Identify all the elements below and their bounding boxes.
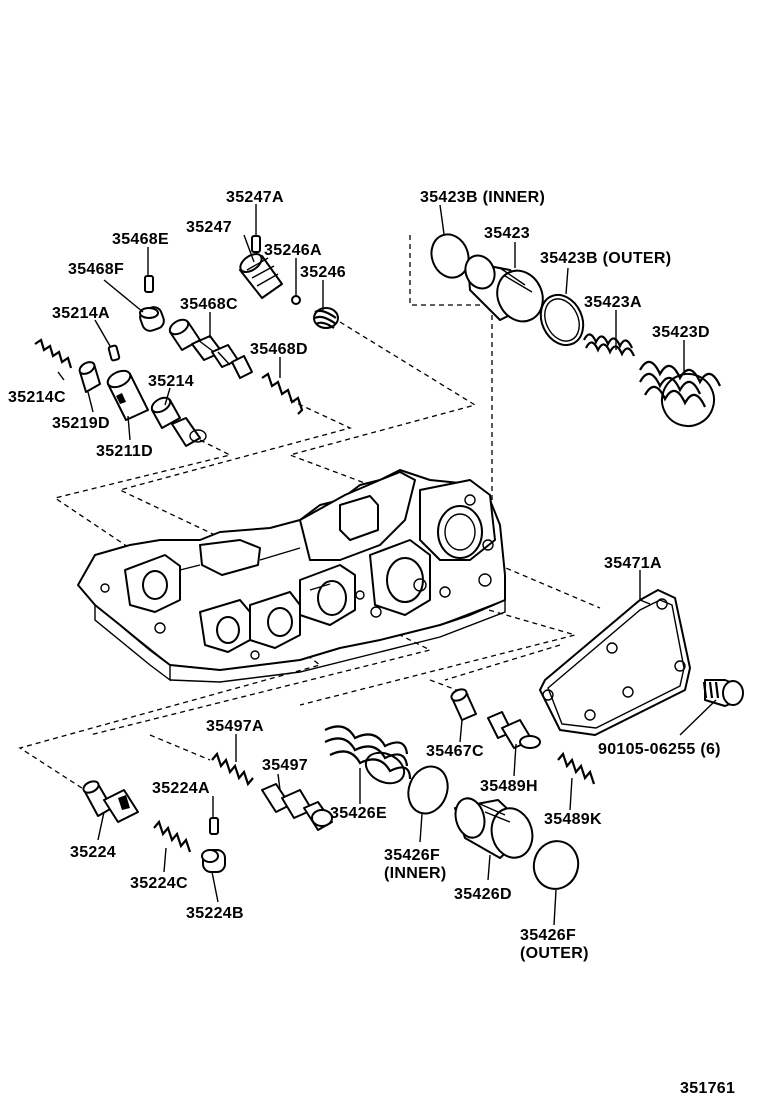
- part-35211D: [106, 369, 149, 421]
- label-35214A: 35214A: [52, 305, 110, 322]
- part-35224A-pin: [209, 817, 219, 835]
- part-35468D-spring: [261, 372, 304, 415]
- part-35426E-spring: [324, 725, 412, 785]
- label-35224A: 35224A: [152, 780, 210, 797]
- part-35423D-spring: [639, 360, 722, 427]
- part-35214C-spring: [34, 338, 73, 369]
- part-35497-valve: [261, 783, 333, 831]
- label-35246A: 35246A: [264, 242, 322, 259]
- part-labels: 35247A 35247 35246A 35246 35468E 35468F …: [8, 189, 735, 1097]
- label-35214C: 35214C: [8, 389, 66, 406]
- label-35426F-inner-note: (INNER): [384, 865, 447, 882]
- label-35214: 35214: [148, 373, 194, 390]
- label-35211D: 35211D: [96, 443, 153, 460]
- label-35426F-outer-note: (OUTER): [520, 945, 589, 962]
- part-35224B: [201, 849, 226, 873]
- label-35247: 35247: [186, 219, 232, 236]
- part-35224-valve: [82, 780, 139, 823]
- label-35224C: 35224C: [130, 875, 188, 892]
- label-35426F-inner: 35426F: [384, 847, 440, 864]
- label-35426F-outer: 35426F: [520, 927, 576, 944]
- part-35497A-spring: [211, 751, 254, 787]
- figure-number: 351761: [680, 1080, 735, 1097]
- label-35468D: 35468D: [250, 341, 308, 358]
- part-35426F-outer-oring: [532, 840, 580, 890]
- label-35426E: 35426E: [330, 805, 387, 822]
- part-35471A-cover-plate: [539, 589, 691, 736]
- label-35497A: 35497A: [206, 718, 264, 735]
- part-35423B-inner-oring: [430, 233, 470, 279]
- part-35219D: [78, 361, 101, 393]
- part-35247A-pin: [251, 235, 261, 253]
- label-35423D: 35423D: [652, 324, 710, 341]
- part-35426D-piston: [454, 797, 534, 859]
- lower-parts: [82, 688, 596, 890]
- label-35489K: 35489K: [544, 811, 602, 828]
- label-35489H: 35489H: [480, 778, 538, 795]
- leader-lines: [57, 204, 717, 926]
- label-35423B-outer: 35423B (OUTER): [540, 250, 671, 267]
- label-35471A: 35471A: [604, 555, 662, 572]
- part-35224C-spring: [153, 819, 192, 853]
- part-35489H-valve: [487, 711, 541, 749]
- part-35468C-valve: [168, 318, 253, 379]
- label-35467C: 35467C: [426, 743, 484, 760]
- valve-body: [77, 469, 506, 683]
- part-35423-piston: [464, 254, 544, 323]
- label-35468F: 35468F: [68, 261, 124, 278]
- part-35214-valve: [150, 396, 207, 447]
- part-35247-plug: [239, 253, 283, 299]
- label-35426D: 35426D: [454, 886, 512, 903]
- part-90105-bolt: [702, 679, 744, 707]
- part-35468E-pin: [144, 275, 154, 293]
- label-35423A: 35423A: [584, 294, 642, 311]
- label-35219D: 35219D: [52, 415, 110, 432]
- label-35468C: 35468C: [180, 296, 238, 313]
- label-35224: 35224: [70, 844, 116, 861]
- part-35426F-inner-oring: [407, 765, 449, 815]
- label-35423B-inner: 35423B (INNER): [420, 189, 545, 206]
- part-35489K-spring: [557, 751, 596, 785]
- label-35224B: 35224B: [186, 905, 244, 922]
- part-35246A-ball: [291, 295, 301, 305]
- part-35468F: [139, 306, 165, 332]
- label-35497: 35497: [262, 757, 308, 774]
- upper-left-parts: [34, 235, 339, 447]
- label-90105-06255: 90105-06255 (6): [598, 741, 721, 758]
- part-35214A-pin: [107, 344, 121, 362]
- label-35468E: 35468E: [112, 231, 169, 248]
- part-35423A-spring: [583, 333, 636, 357]
- label-35246: 35246: [300, 264, 346, 281]
- part-35467C: [450, 688, 477, 721]
- part-35246: [313, 307, 339, 329]
- label-35423: 35423: [484, 225, 530, 242]
- upper-right-accumulator: [430, 233, 722, 427]
- label-35247A: 35247A: [226, 189, 284, 206]
